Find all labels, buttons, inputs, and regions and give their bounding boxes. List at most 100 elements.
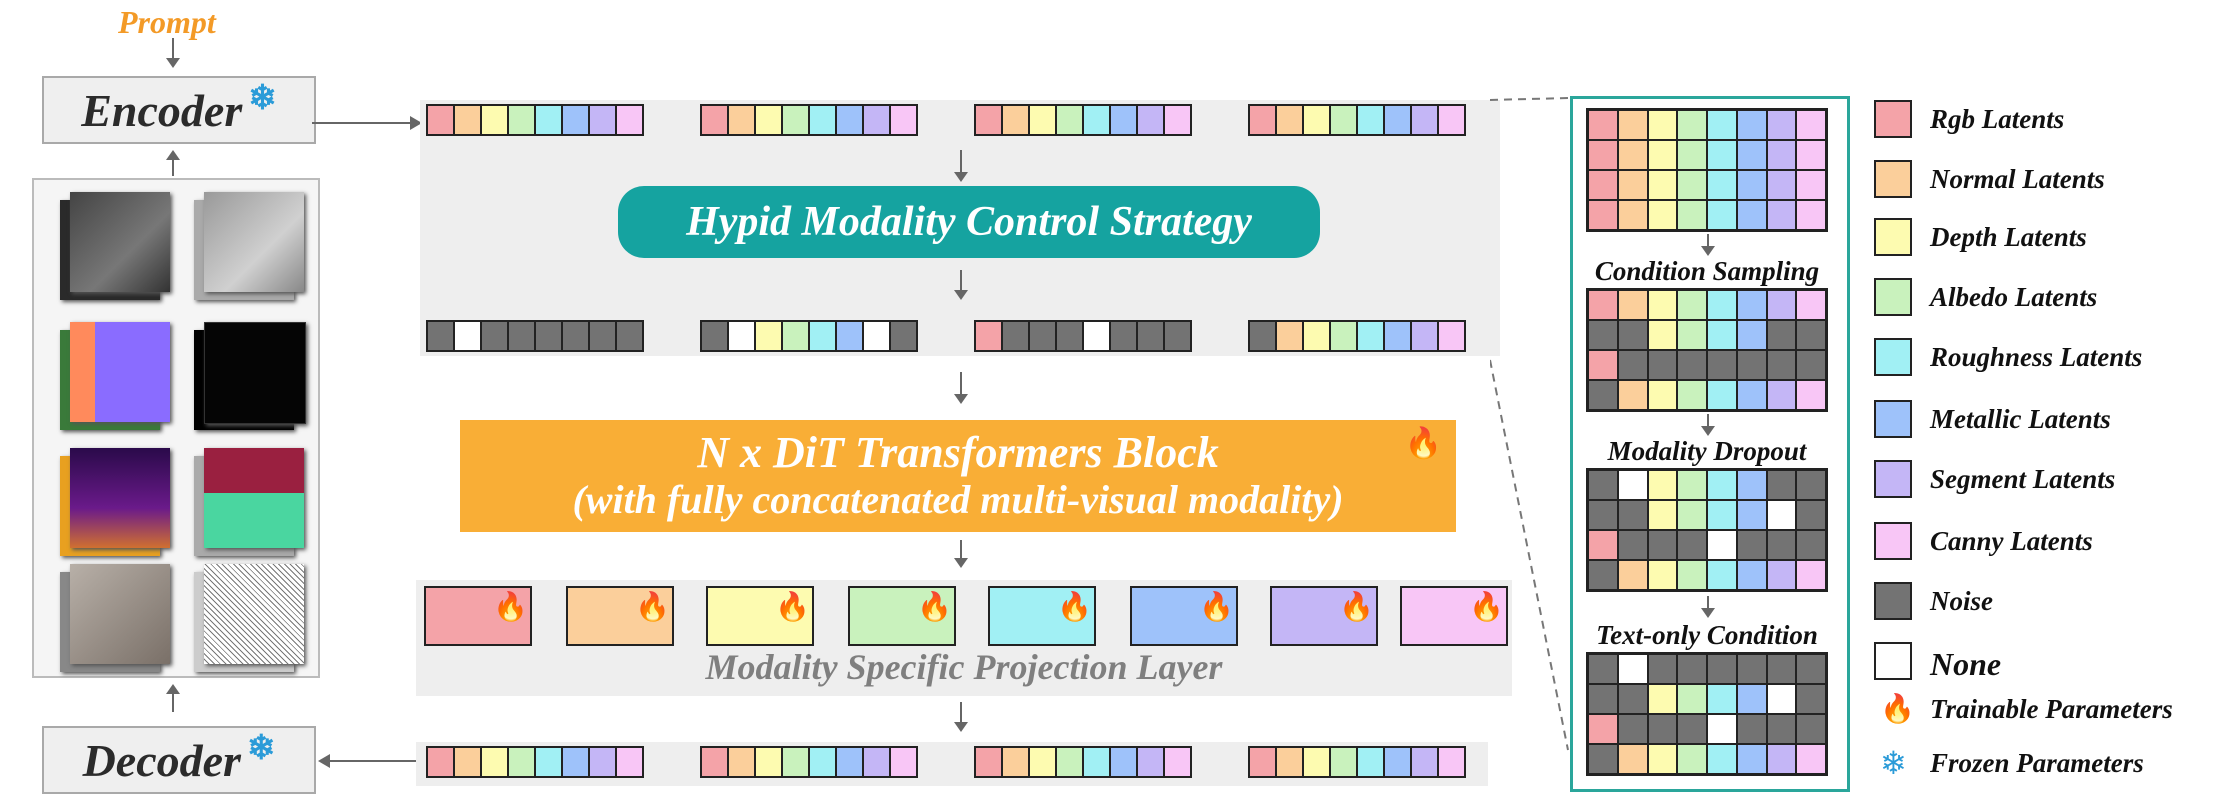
arrow-grid-2 [1707,414,1709,428]
latent-cell-normal [1275,320,1304,352]
latent-cell-noise [480,320,509,352]
grid-cell-normal [1617,200,1648,230]
legend-frozen-label: Frozen Parameters [1930,748,2144,778]
latent-strip-middle [700,320,918,352]
legend-swatch-metallic [1874,400,1912,438]
grid-cell-noise [1736,350,1767,380]
latent-cell-canny [1437,320,1466,352]
latent-cell-depth [1302,104,1331,136]
grid-cell-canny [1796,744,1826,774]
grid-cell-noise [1588,320,1618,350]
legend-swatch-normal [1874,160,1912,198]
grid-cell-metallic [1736,290,1767,320]
grid-cell-albedo [1677,684,1707,714]
grid-cell-roughness [1707,560,1737,590]
latent-cell-none [727,320,756,352]
latent-cell-noise [507,320,536,352]
latent-cell-rgb [1248,104,1277,136]
latent-cell-noise [615,320,644,352]
grid-cell-noise [1766,320,1797,350]
latent-cell-metallic [561,746,590,778]
latent-strip-middle [974,320,1192,352]
latent-cell-metallic [1109,104,1138,136]
projection-box-segment: 🔥 [1270,586,1378,646]
grid-cell-albedo [1677,380,1707,410]
latent-cell-albedo [1055,746,1084,778]
latent-cell-noise [588,320,617,352]
grid-cell-noise [1617,684,1648,714]
grid-cell-noise [1796,654,1826,684]
latent-cell-noise [1001,320,1030,352]
grid-cell-canny [1796,170,1826,200]
grid-cell-noise [1766,530,1797,560]
grid-cell-noise [1677,530,1707,560]
latent-strip-bottom [426,746,644,778]
grid-cell-metallic [1736,200,1767,230]
latent-cell-roughness [808,104,837,136]
latent-cell-noise [889,320,918,352]
normal-image [70,322,170,422]
grid-cell-rgb [1588,350,1618,380]
latent-cell-noise [534,320,563,352]
grid-cell-depth [1647,200,1678,230]
zoom-lines [1490,97,1569,751]
grid-cell-normal [1617,170,1648,200]
decoder-box: Decoder ❄ [42,726,316,794]
latent-cell-canny [1437,746,1466,778]
grid-cell-noise [1766,654,1797,684]
latent-cell-albedo [781,104,810,136]
latent-cell-metallic [835,104,864,136]
latent-strip-bottom [700,746,918,778]
latent-strip-bottom [1248,746,1466,778]
snowflake-icon: ❄ [248,80,277,117]
latent-cell-noise [1028,320,1057,352]
latent-cell-noise [1163,320,1192,352]
latent-cell-segment [1410,320,1439,352]
latent-strip-top [700,104,918,136]
legend-swatch-roughness [1874,338,1912,376]
arrow-hypid-strip [960,270,962,292]
grid-cell-segment [1766,200,1797,230]
arrow-grid-1 [1707,234,1709,248]
legend-swatch-segment [1874,460,1912,498]
latent-cell-rgb [974,320,1003,352]
depth-image [70,448,170,548]
grid-cell-depth [1647,320,1678,350]
dit-title: N x DiT Transformers Block [697,428,1219,477]
latent-cell-normal [727,104,756,136]
latent-cell-albedo [1329,746,1358,778]
grid-cell-albedo [1677,744,1707,774]
encoder-label: Encoder [81,84,243,136]
grid-cell-noise [1677,654,1707,684]
projection-box-canny: 🔥 [1400,586,1508,646]
grid-cell-rgb [1588,110,1618,140]
grid-cell-noise [1617,714,1648,744]
latent-cell-noise [1109,320,1138,352]
fire-icon: 🔥 [1057,592,1092,623]
arrowhead [1701,246,1715,256]
canny-edge-image [204,322,306,424]
legend-label-canny: Canny Latents [1930,526,2093,556]
latent-strip-middle [1248,320,1466,352]
grid-cell-noise [1796,500,1826,530]
latent-cell-normal [1275,104,1304,136]
grid-cell-metallic [1736,470,1767,500]
latent-cell-rgb [700,104,729,136]
latent-cell-rgb [974,746,1003,778]
latent-strip-top [426,104,644,136]
grid-cell-none [1617,470,1648,500]
strategy-grid [1586,652,1828,776]
grid-cell-albedo [1677,200,1707,230]
grid-cell-noise [1588,560,1618,590]
latent-cell-depth [1028,104,1057,136]
latent-cell-albedo [1329,104,1358,136]
grid-cell-metallic [1736,744,1767,774]
legend-trainable-label: Trainable Parameters [1930,694,2173,724]
latent-cell-noise [1055,320,1084,352]
grid-cell-rgb [1588,530,1618,560]
grid-cell-albedo [1677,560,1707,590]
arrowhead [410,116,422,130]
encoder-box: Encoder ❄ [42,76,316,144]
grid-cell-canny [1796,140,1826,170]
fire-icon: 🔥 [635,592,670,623]
